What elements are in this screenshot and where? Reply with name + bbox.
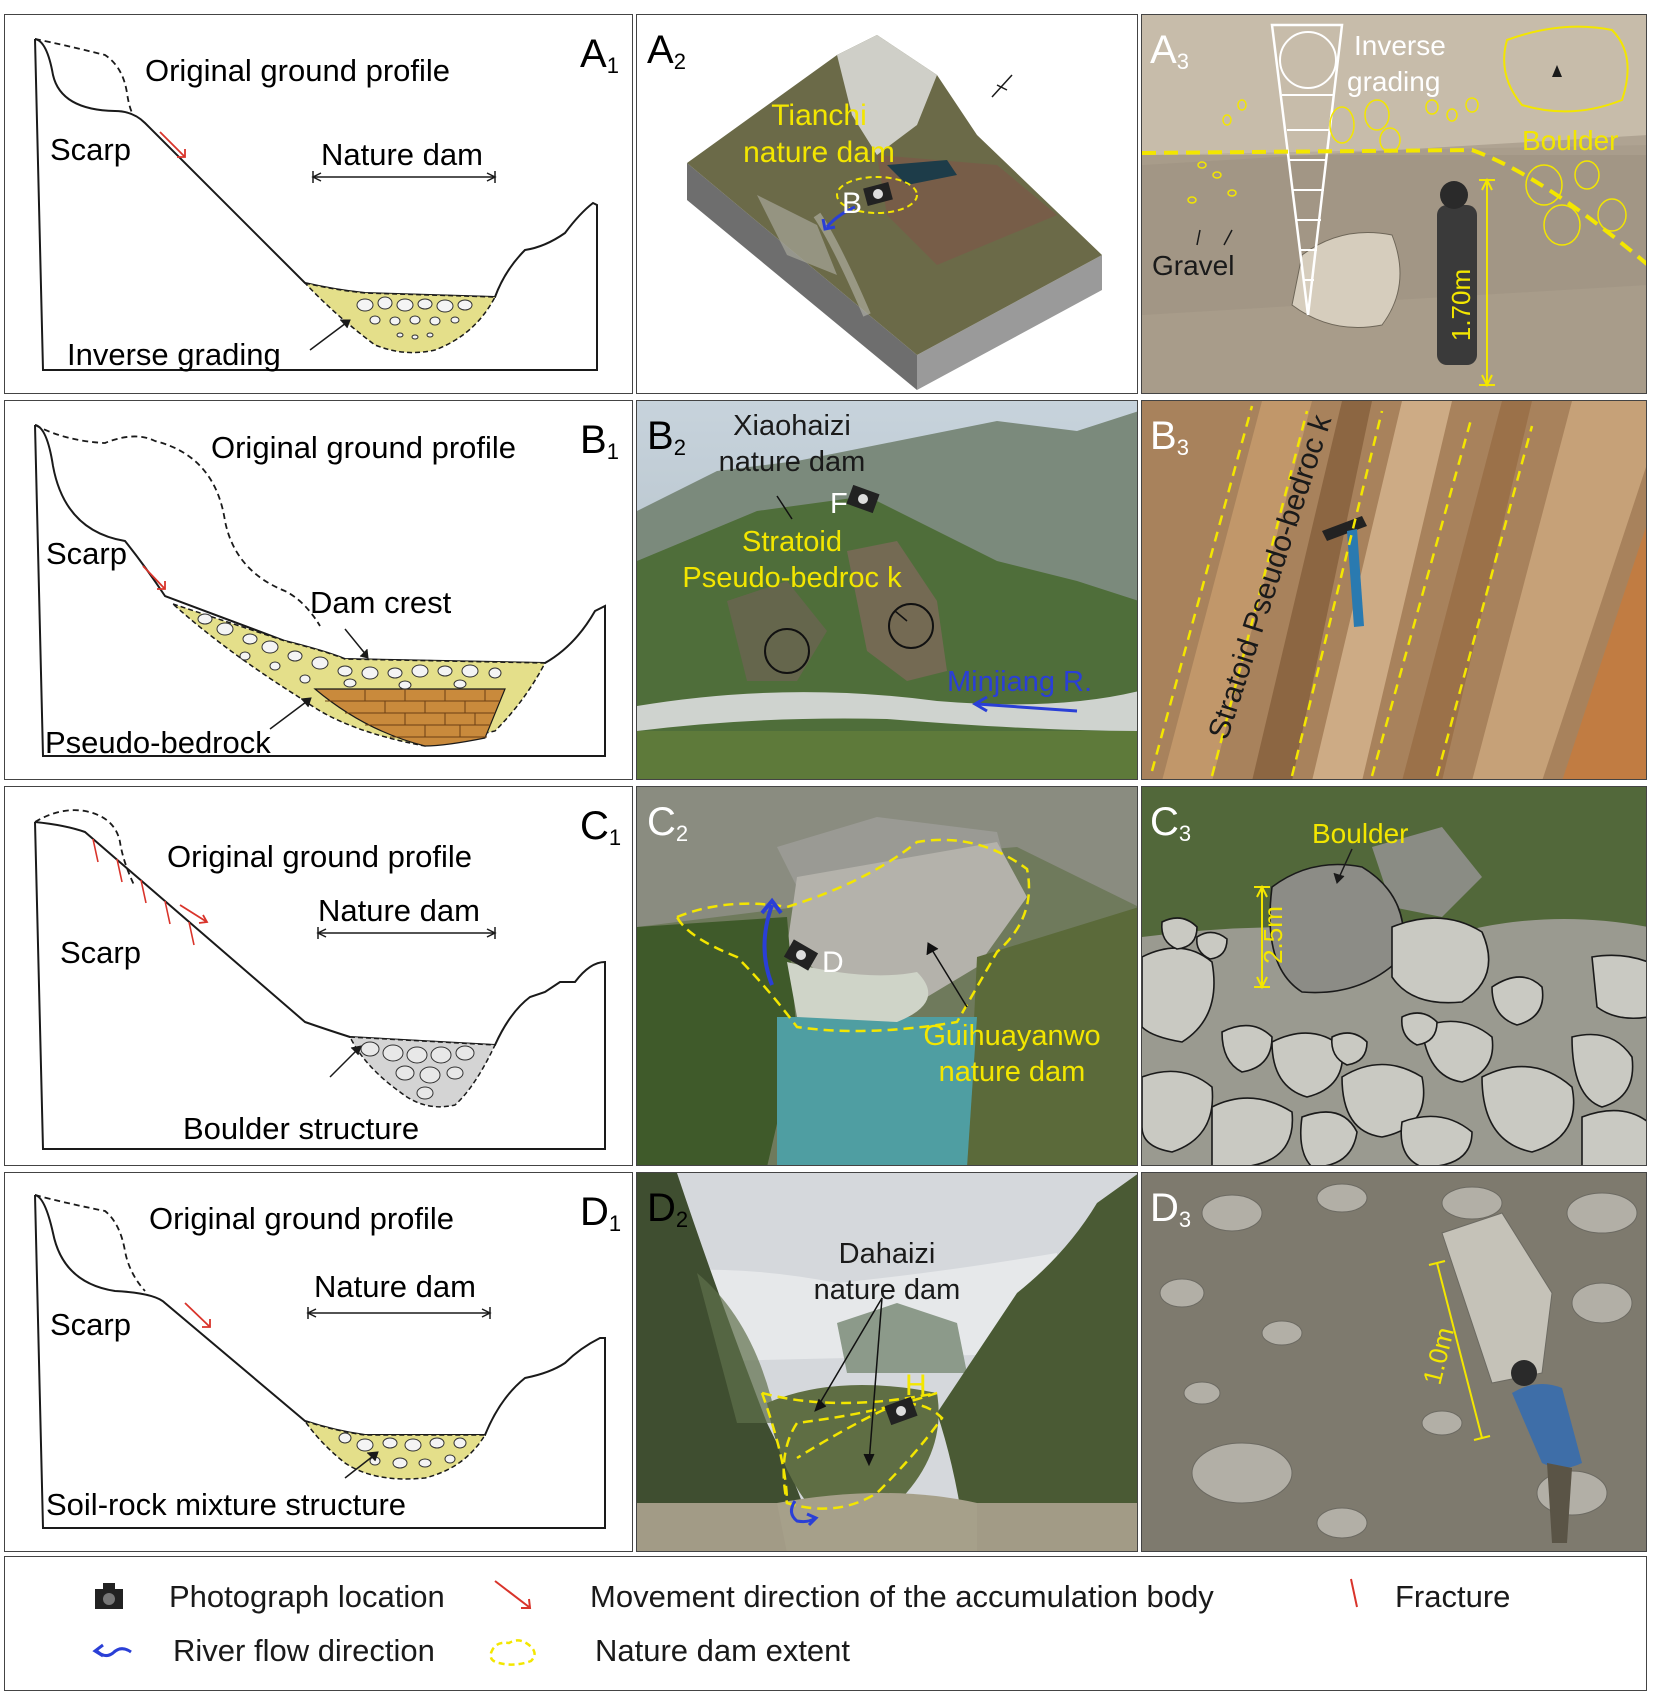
scarp-text: Scarp bbox=[60, 935, 141, 970]
original-ground-profile-text: Original ground profile bbox=[211, 430, 516, 465]
soil-rock-mixture-text: Soil-rock mixture structure bbox=[46, 1487, 406, 1522]
photo-d3: 1.0m D3 bbox=[1142, 1173, 1646, 1551]
panel-a1: Original ground profile Scarp Nature dam… bbox=[4, 14, 633, 394]
ground-profile-b1 bbox=[34, 424, 606, 757]
original-ground-profile-text: Original ground profile bbox=[149, 1201, 454, 1236]
river-name-text: Minjiang R. bbox=[947, 666, 1092, 698]
boulder-text: Boulder bbox=[1522, 125, 1619, 156]
inverse-text: Inverse bbox=[1354, 30, 1446, 61]
profile-diagram-c1: Original ground profile Scarp Nature dam… bbox=[34, 804, 621, 1150]
terrain-block-a2: Tianchi nature dam B A2 bbox=[637, 15, 1137, 393]
panel-d2: Dahaizi nature dam H D2 bbox=[636, 1172, 1138, 1552]
panel-label: B3 bbox=[1150, 414, 1189, 460]
nature-dam-text: nature dam bbox=[743, 136, 895, 169]
nature-dam-text: nature dam bbox=[939, 1056, 1086, 1088]
tianchi-text: Tianchi bbox=[771, 99, 867, 132]
red-arrow-icon bbox=[494, 1580, 532, 1609]
panel-label: D2 bbox=[647, 1186, 688, 1232]
photo-d2: Dahaizi nature dam H D2 bbox=[637, 1173, 1137, 1551]
panel-a2: Tianchi nature dam B A2 bbox=[636, 14, 1138, 394]
camera-label: B bbox=[842, 187, 862, 220]
pseudo-bedrock-text: Pseudo-bedrock bbox=[45, 725, 271, 760]
fracture-icon bbox=[1350, 1578, 1358, 1608]
profile-diagram-b1: Original ground profile Scarp Dam crest … bbox=[34, 418, 619, 760]
height-text: 2.5m bbox=[1258, 906, 1288, 964]
original-profile-a1 bbox=[34, 38, 134, 116]
deposit-d1 bbox=[303, 1419, 487, 1480]
dam-crest-text: Dam crest bbox=[310, 585, 452, 620]
panel-label: B2 bbox=[647, 414, 686, 460]
camera-label: D bbox=[822, 946, 844, 979]
height-text: 1.70m bbox=[1446, 269, 1476, 341]
panel-label: B1 bbox=[580, 418, 619, 464]
gravel-text: Gravel bbox=[1152, 250, 1234, 281]
ground-profile-c1 bbox=[34, 821, 606, 1150]
original-profile-c1 bbox=[34, 809, 136, 888]
nature-dam-text: Nature dam bbox=[318, 893, 480, 928]
panel-d3: 1.0m D3 bbox=[1141, 1172, 1647, 1552]
panel-b2: Xiaohaizi nature dam F Stratoid Pseudo-b… bbox=[636, 400, 1138, 780]
photo-a3: Inverse grading Boulder Gravel 1.70m A3 bbox=[1142, 15, 1646, 393]
panel-b1: Original ground profile Scarp Dam crest … bbox=[4, 400, 633, 780]
scarp-text: Scarp bbox=[46, 536, 127, 571]
panel-label: A3 bbox=[1150, 28, 1189, 74]
camera-label: F bbox=[830, 488, 848, 520]
original-ground-profile-text: Original ground profile bbox=[167, 839, 472, 874]
nature-dam-text: nature dam bbox=[719, 446, 866, 478]
panel-a3: Inverse grading Boulder Gravel 1.70m A3 bbox=[1141, 14, 1647, 394]
panel-label: C1 bbox=[580, 804, 621, 850]
boulder-structure-text: Boulder structure bbox=[183, 1111, 419, 1146]
camera-label: H bbox=[905, 1369, 927, 1402]
dashed-extent-icon bbox=[489, 1639, 536, 1666]
panel-label: D1 bbox=[580, 1190, 621, 1236]
pseudo-bedrock-b1 bbox=[313, 688, 506, 747]
profile-diagram-a1: Original ground profile Scarp Nature dam… bbox=[34, 32, 619, 372]
xiaohaizi-text: Xiaohaizi bbox=[733, 410, 851, 442]
original-profile-b1 bbox=[34, 424, 321, 627]
panel-b3: Stratoid Pseudo-bedroc k B3 bbox=[1141, 400, 1647, 780]
panel-label: C3 bbox=[1150, 800, 1191, 846]
inverse-grading-text: Inverse grading bbox=[67, 337, 281, 372]
legend-river-label: River flow direction bbox=[173, 1633, 435, 1668]
pseudo-bedrock-text: Pseudo-bedroc k bbox=[682, 562, 902, 594]
original-ground-profile-text: Original ground profile bbox=[145, 53, 450, 88]
panel-c2: D Guihuayanwo nature dam C2 bbox=[636, 786, 1138, 1166]
stratoid-text: Stratoid bbox=[742, 526, 842, 558]
panel-d1: Original ground profile Scarp Nature dam… bbox=[4, 1172, 633, 1552]
legend-extent-label: Nature dam extent bbox=[595, 1633, 851, 1668]
boulder-text: Boulder bbox=[1312, 818, 1409, 849]
camera-icon bbox=[95, 1583, 123, 1609]
panel-label: D3 bbox=[1150, 1186, 1191, 1232]
original-profile-d1 bbox=[34, 1194, 146, 1292]
panel-label: A1 bbox=[580, 32, 619, 78]
profile-diagram-d1: Original ground profile Scarp Nature dam… bbox=[34, 1190, 621, 1529]
grading-text: grading bbox=[1347, 66, 1440, 97]
legend-fracture-label: Fracture bbox=[1395, 1579, 1511, 1614]
scarp-text: Scarp bbox=[50, 132, 131, 167]
photo-b3: Stratoid Pseudo-bedroc k B3 bbox=[1142, 401, 1646, 779]
ground-profile-d1 bbox=[34, 1194, 606, 1529]
nature-dam-text: Nature dam bbox=[321, 137, 483, 172]
legend-movement-label: Movement direction of the accumulation b… bbox=[590, 1579, 1214, 1614]
legend: Photograph location Movement direction o… bbox=[4, 1556, 1647, 1691]
panel-label: A2 bbox=[647, 28, 686, 74]
blue-arrow-icon bbox=[92, 1643, 132, 1658]
photo-c2: D Guihuayanwo nature dam C2 bbox=[637, 787, 1137, 1165]
panel-c3: Boulder 2.5m C3 bbox=[1141, 786, 1647, 1166]
dahaizi-text: Dahaizi bbox=[839, 1238, 936, 1270]
photo-b2: Xiaohaizi nature dam F Stratoid Pseudo-b… bbox=[637, 401, 1137, 779]
scarp-text: Scarp bbox=[50, 1307, 131, 1342]
nature-dam-text: Nature dam bbox=[314, 1269, 476, 1304]
ground-profile-a1 bbox=[34, 38, 598, 371]
nature-dam-text: nature dam bbox=[814, 1274, 961, 1306]
panel-label: C2 bbox=[647, 800, 688, 846]
panel-c1: Original ground profile Scarp Nature dam… bbox=[4, 786, 633, 1166]
photo-c3: Boulder 2.5m C3 bbox=[1142, 787, 1646, 1165]
guihuayanwo-text: Guihuayanwo bbox=[923, 1020, 1100, 1052]
legend-photo-label: Photograph location bbox=[169, 1579, 445, 1614]
